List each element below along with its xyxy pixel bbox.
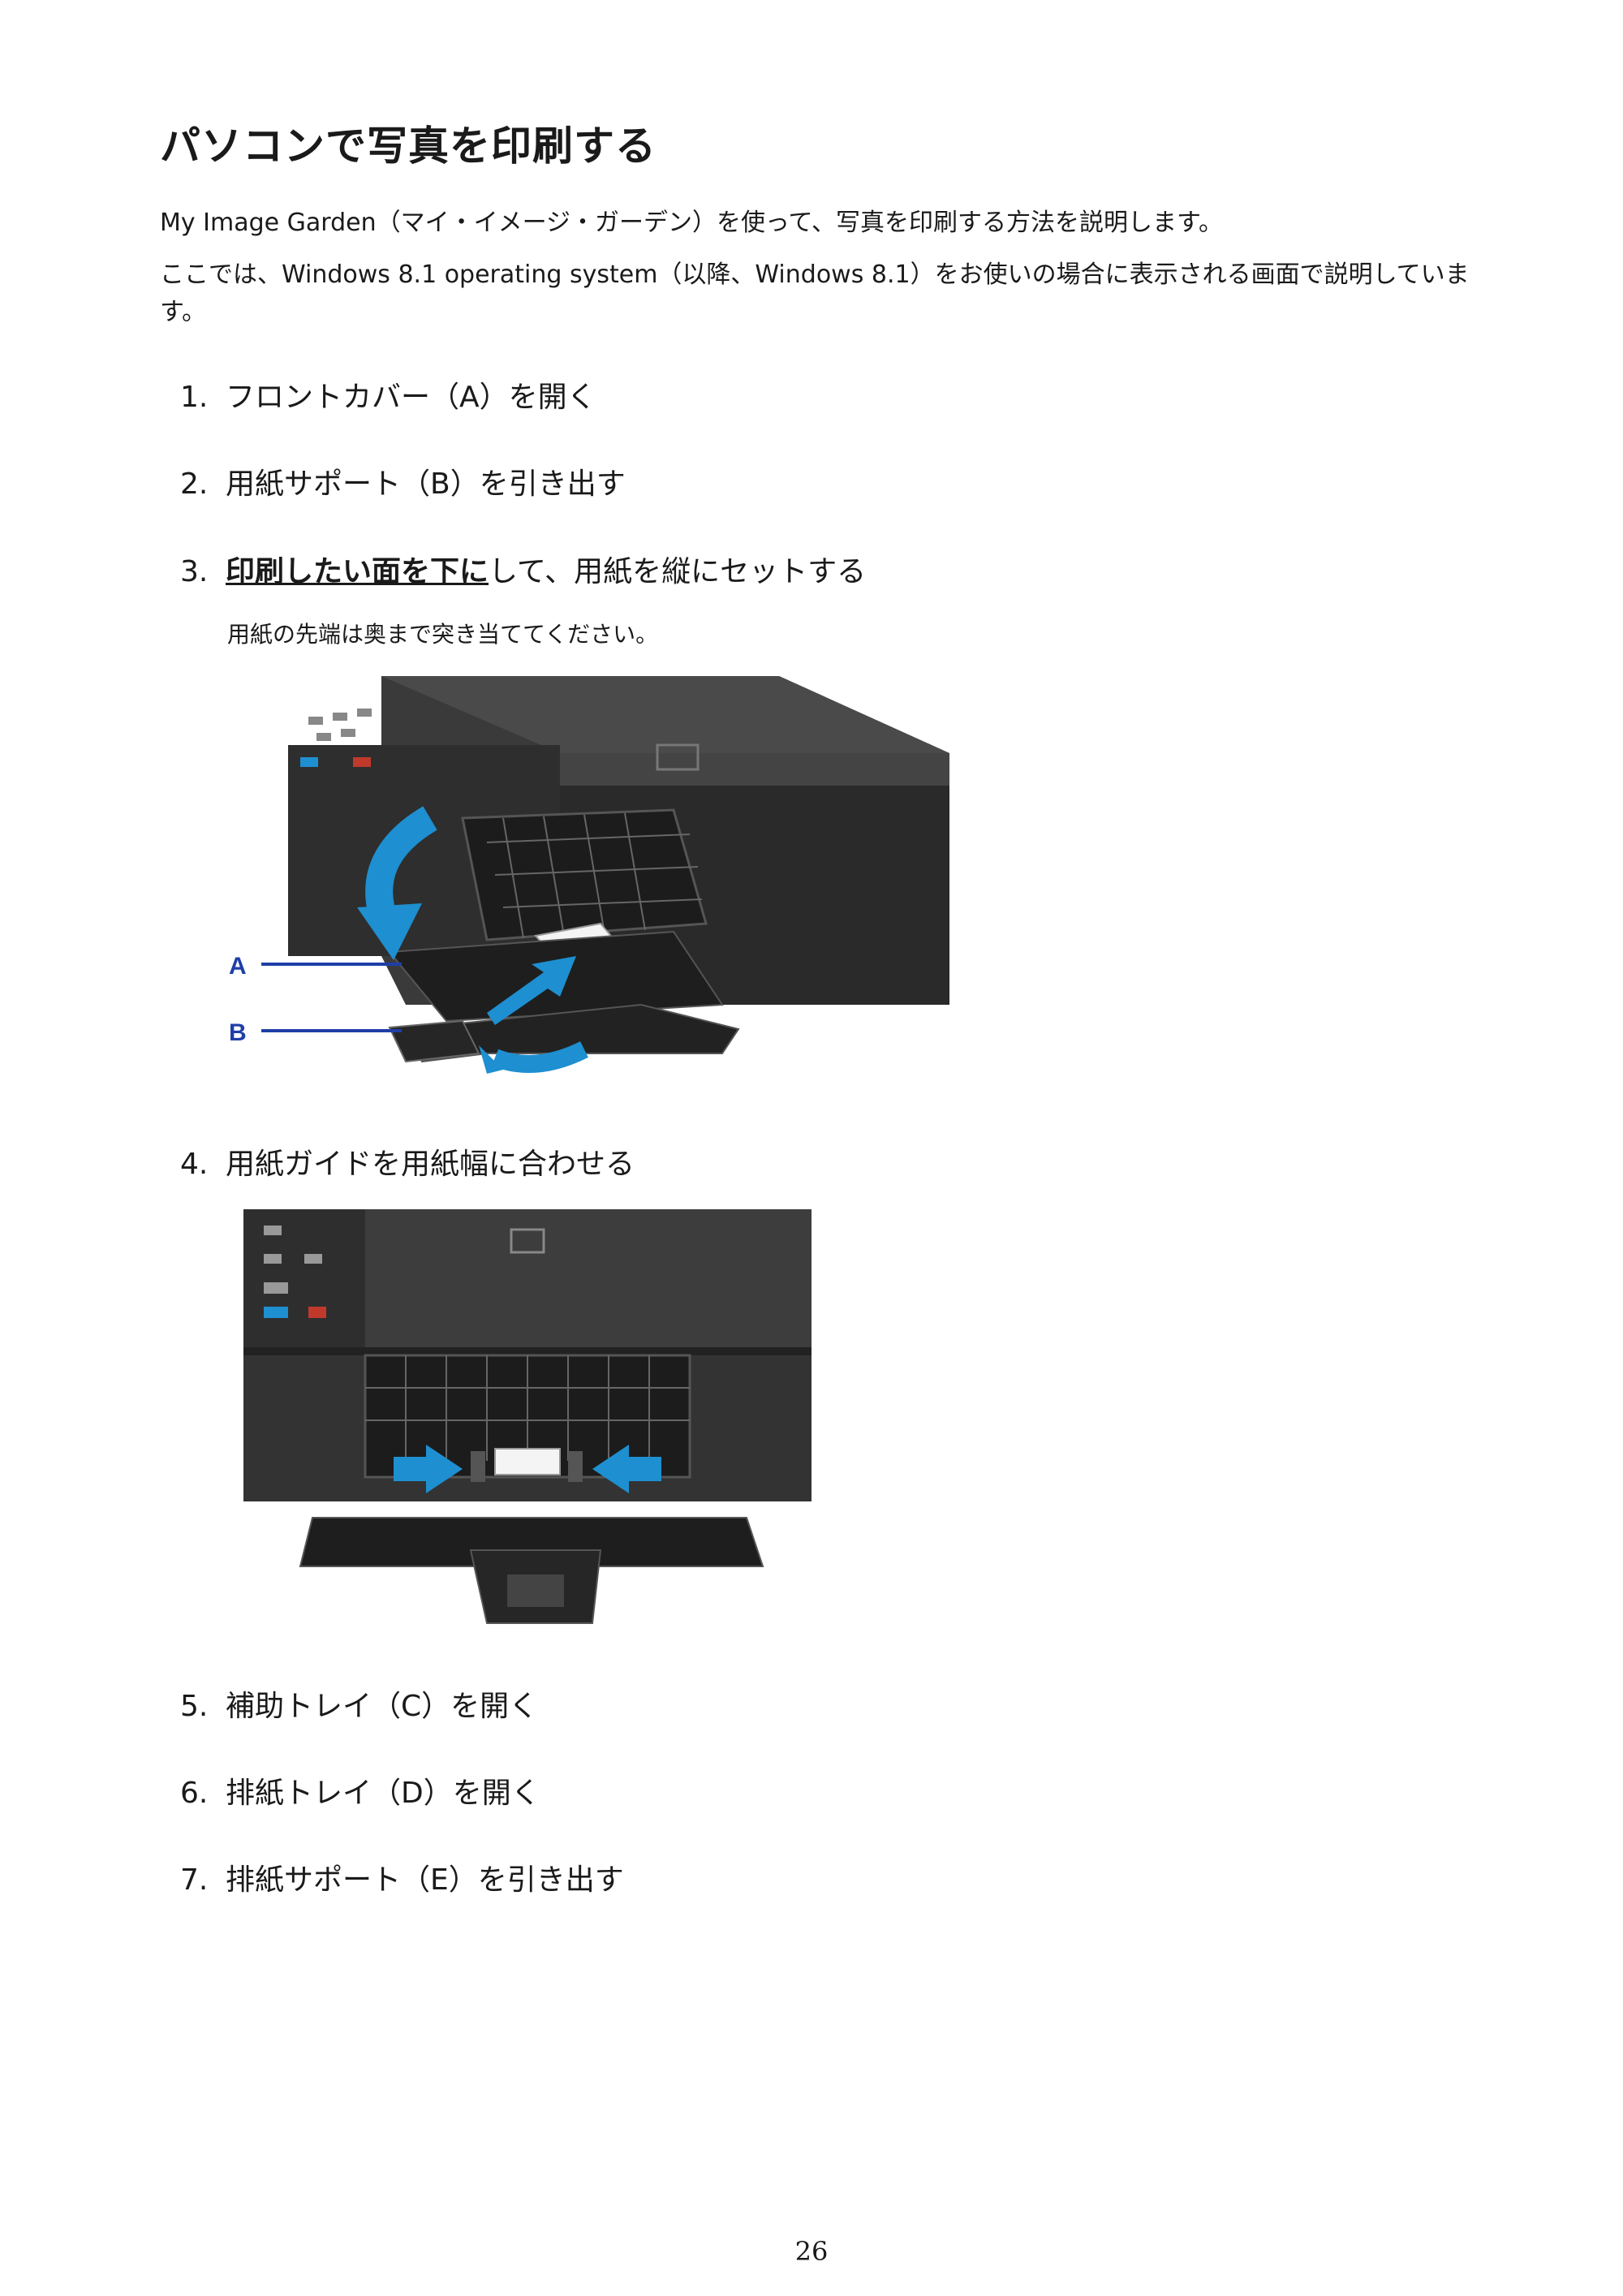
step-number: 2.: [180, 467, 209, 501]
step-text: 排紙トレイ（D）を開く: [226, 1777, 540, 1810]
step-text: 排紙サポート（E）を引き出す: [226, 1863, 624, 1897]
step-item: 6. 排紙トレイ（D）を開く: [180, 1773, 540, 1814]
step-note: 用紙の先端は奥まで突き当ててください。: [227, 621, 659, 648]
page-number: 26: [794, 2236, 829, 2267]
step-item: 2. 用紙サポート（B）を引き出す: [180, 464, 626, 505]
step-item: 4. 用紙ガイドを用紙幅に合わせる: [180, 1144, 635, 1185]
step-number: 5.: [180, 1690, 209, 1723]
step-text: 用紙ガイドを用紙幅に合わせる: [226, 1148, 635, 1181]
step-number: 3.: [180, 555, 209, 588]
step-text: して、用紙を縦にセットする: [489, 555, 867, 588]
printer-illustration-front-cover: A B: [219, 664, 958, 1086]
intro-paragraph: ここでは、Windows 8.1 operating system（以降、Win…: [160, 261, 1470, 326]
step-number: 6.: [180, 1777, 209, 1810]
page-title: パソコンで写真を印刷する: [160, 123, 657, 170]
step-number: 4.: [180, 1148, 209, 1181]
step-item: 1. フロントカバー（A）を開く: [180, 377, 596, 418]
intro-paragraph: My Image Garden（マイ・イメージ・ガーデン）を使って、写真を印刷す…: [160, 209, 1224, 237]
step-item: 5. 補助トレイ（C）を開く: [180, 1686, 538, 1727]
step-emphasis: 印刷したい面を下に: [226, 555, 489, 588]
step-text: フロントカバー（A）を開く: [226, 381, 596, 414]
step-text: 補助トレイ（C）を開く: [226, 1690, 539, 1723]
figure-label-b: B: [229, 1019, 247, 1046]
step-number: 7.: [180, 1863, 209, 1897]
step-text: 用紙サポート（B）を引き出す: [226, 467, 626, 501]
step-number: 1.: [180, 381, 209, 414]
step-item: 7. 排紙サポート（E）を引き出す: [180, 1860, 624, 1901]
figure-label-a: A: [229, 953, 247, 980]
printer-illustration-paper-guides: [227, 1193, 828, 1631]
step-item: 3. 印刷したい面を下にして、用紙を縦にセットする: [180, 552, 866, 592]
